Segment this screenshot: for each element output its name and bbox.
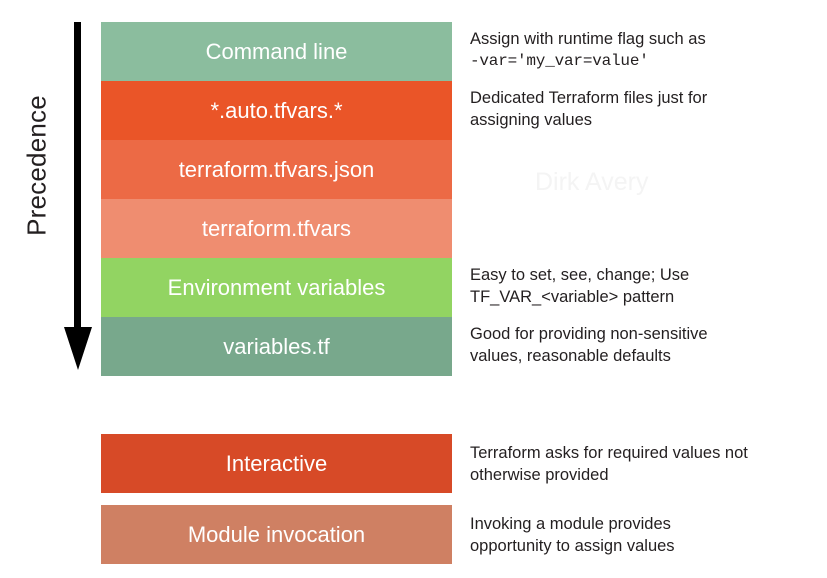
precedence-row: variables.tf Good for providing non-sens…	[101, 317, 708, 376]
bar-label: Module invocation	[187, 521, 366, 547]
secondary-row: Module invocation Invoking a module prov…	[101, 505, 675, 576]
note-line: assigning values	[470, 110, 592, 129]
row-note-command-line: Assign with runtime flag such as -var='m…	[470, 29, 827, 72]
bar-label: variables.tf	[223, 333, 330, 359]
precedence-row: Command line Assign with runtime flag su…	[101, 22, 706, 81]
bar-module-invocation[interactable]: Module invocation	[101, 505, 452, 564]
bar-label: terraform.tfvars.json	[178, 156, 375, 182]
precedence-row: terraform.tfvars.json	[101, 140, 452, 199]
note-line: Dedicated Terraform files just for	[470, 89, 708, 107]
precedence-row: Environment variables Easy to set, see, …	[101, 258, 689, 317]
bar-terraform-tfvars-json[interactable]: terraform.tfvars.json	[101, 140, 452, 199]
precedence-axis: Precedence	[0, 0, 100, 400]
precedence-row: terraform.tfvars	[101, 199, 452, 258]
precedence-row: *.auto.tfvars.* Dedicated Terraform file…	[101, 81, 707, 140]
note-line: otherwise provided	[470, 465, 609, 484]
bar-command-line[interactable]: Command line	[101, 22, 452, 81]
row-note-auto-tfvars: Dedicated Terraform files just for assig…	[470, 88, 827, 132]
row-note-interactive: Terraform asks for required values not o…	[470, 443, 827, 487]
bar-label: Command line	[205, 38, 348, 64]
note-line: Easy to set, see, change; Use	[470, 266, 690, 284]
note-line: TF_VAR_<variable> pattern	[470, 287, 675, 306]
watermark: Dirk Avery	[535, 168, 649, 196]
bar-label: *.auto.tfvars.*	[210, 97, 343, 123]
bar-interactive[interactable]: Interactive	[101, 434, 452, 493]
note-line: Good for providing non-sensitive	[470, 325, 708, 343]
row-note-environment-variables: Easy to set, see, change; Use TF_VAR_<va…	[470, 265, 827, 309]
note-line: Terraform asks for required values not	[470, 444, 748, 462]
note-line: opportunity to assign values	[470, 536, 675, 555]
row-note-variables-tf: Good for providing non-sensitive values,…	[470, 324, 827, 368]
note-line: Assign with runtime flag such as	[470, 30, 706, 48]
note-line: values, reasonable defaults	[470, 346, 671, 365]
precedence-axis-label: Precedence	[21, 95, 52, 236]
bar-label: terraform.tfvars	[201, 215, 352, 241]
bar-label: Environment variables	[167, 274, 386, 300]
bar-label: Interactive	[225, 450, 328, 476]
row-note-module-invocation: Invoking a module provides opportunity t…	[470, 514, 827, 558]
secondary-row: Interactive Terraform asks for required …	[101, 434, 748, 505]
bar-variables-tf[interactable]: variables.tf	[101, 317, 452, 376]
note-code-line: -var='my_var=value'	[470, 51, 649, 70]
note-line: Invoking a module provides	[470, 515, 671, 533]
bar-auto-tfvars[interactable]: *.auto.tfvars.*	[101, 81, 452, 140]
precedence-down-arrow-icon	[64, 22, 92, 370]
secondary-stack: Interactive Terraform asks for required …	[101, 434, 748, 576]
precedence-stack: Command line Assign with runtime flag su…	[101, 22, 708, 376]
bar-environment-variables[interactable]: Environment variables	[101, 258, 452, 317]
bar-terraform-tfvars[interactable]: terraform.tfvars	[101, 199, 452, 258]
